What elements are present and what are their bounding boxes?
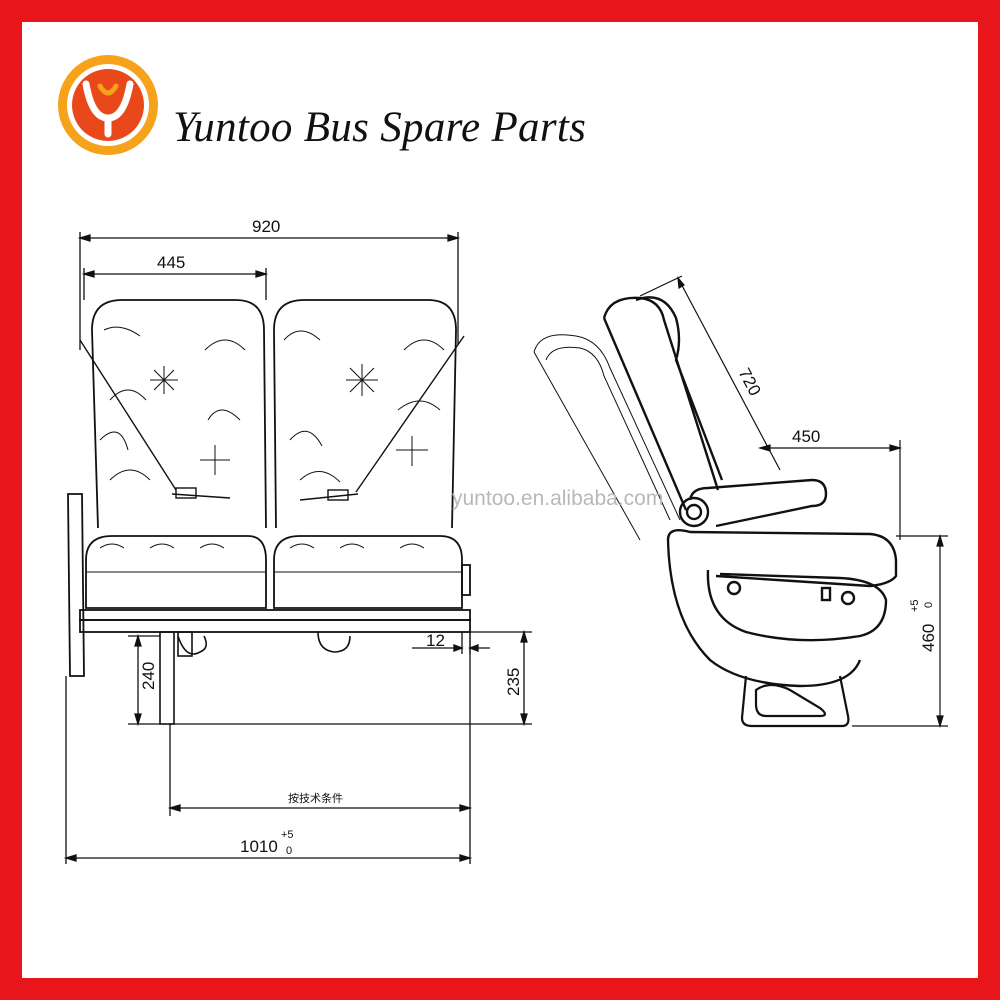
label-seat-tolerance-upper: +5: [909, 599, 921, 612]
yuntoo-y-logo-icon: [58, 55, 158, 155]
seat-frame-rail: [79, 564, 471, 633]
label-seat-tolerance-lower: 0: [923, 602, 935, 608]
dim-line-seat-height: [852, 533, 948, 729]
label-total-width: 920: [252, 217, 280, 236]
reclined-backrest-outline: [533, 334, 681, 541]
label-base-tolerance-upper: +5: [281, 829, 294, 841]
dim-line-seat-depth: [757, 440, 903, 540]
label-base-width: 1010: [240, 837, 278, 856]
seat-cushion-side: [666, 529, 898, 688]
seat-cushions: [85, 535, 463, 609]
brand-name: Yuntoo Bus Spare Parts: [173, 104, 587, 151]
dim-line-rail-offset: [412, 632, 490, 654]
dim-line-rail-height: [170, 629, 532, 727]
armrest: [678, 478, 828, 528]
label-base-tolerance-lower: 0: [286, 845, 292, 857]
label-seat-depth: 450: [792, 427, 820, 446]
seat-belts: [79, 335, 465, 501]
dim-line-note: [167, 632, 473, 816]
seat-pedestal: [740, 675, 850, 728]
left-backrest: [91, 299, 267, 529]
dim-line-base-width: [63, 676, 473, 864]
left-armrest: [67, 493, 85, 677]
label-seat-width: 445: [157, 253, 185, 272]
watermark-text: yuntoo.en.alibaba.com: [452, 487, 664, 510]
dim-line-leg-height: [128, 633, 160, 727]
seat-legs: [159, 631, 351, 725]
label-technical-note: 按技术条件: [288, 791, 343, 805]
label-rail-height: 235: [504, 668, 523, 696]
label-leg-height: 240: [139, 662, 158, 690]
dim-line-total-width: [77, 232, 461, 350]
right-backrest: [273, 299, 457, 529]
dim-line-seat-width: [81, 268, 269, 300]
dim-line-back-height: [639, 275, 781, 471]
front-view-drawing: [63, 232, 532, 864]
side-view-drawing: [533, 275, 948, 729]
label-seat-height: 460: [919, 624, 938, 652]
upright-backrest: [602, 296, 724, 511]
label-rail-offset: 12: [426, 631, 445, 650]
